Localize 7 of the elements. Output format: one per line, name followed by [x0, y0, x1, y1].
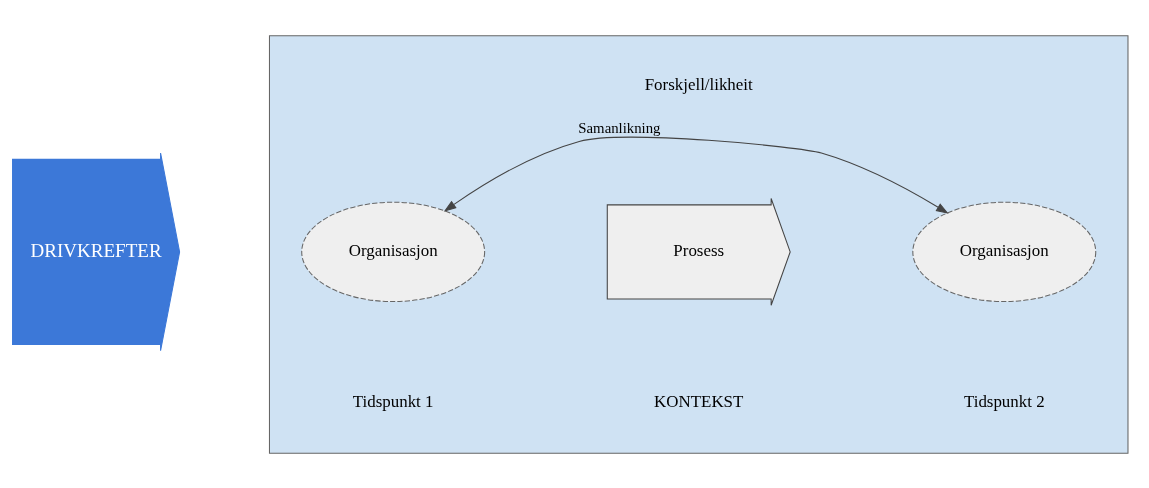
arrow — [443, 136, 949, 214]
label: Tidspunkt 2 — [963, 391, 1045, 411]
label: Forskjell/likheit — [644, 74, 753, 94]
label: KONTEKST — [654, 391, 744, 411]
cluster — [268, 34, 1129, 454]
label: Tidspunkt 1 — [352, 391, 434, 411]
edge-label: Samanlikning — [578, 119, 661, 136]
